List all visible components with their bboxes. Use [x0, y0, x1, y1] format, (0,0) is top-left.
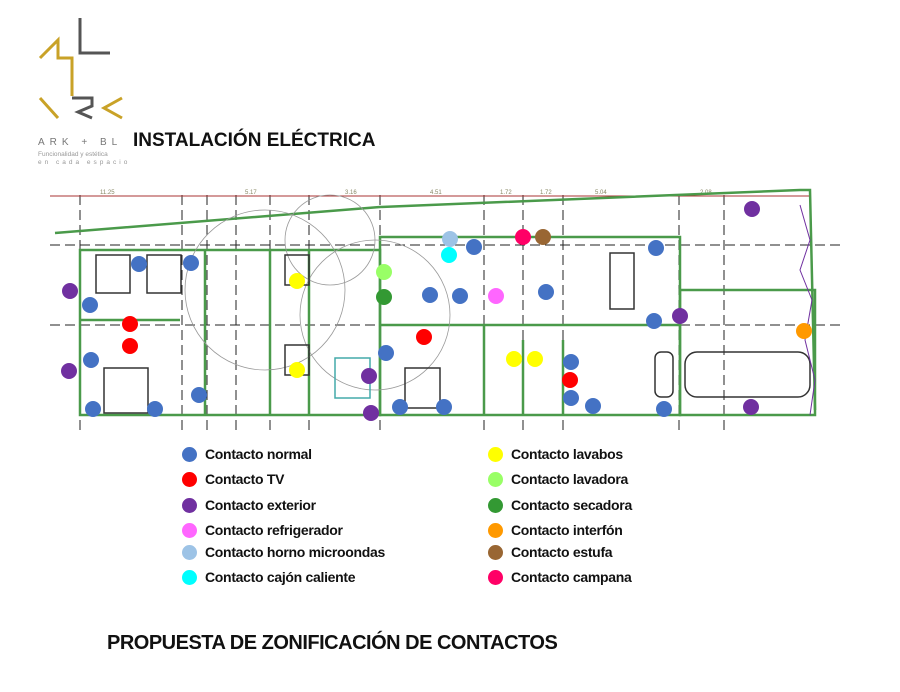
legend-item: Contacto lavadora: [488, 471, 628, 487]
outlet-marker: [376, 264, 392, 280]
legend-swatch: [488, 497, 503, 513]
legend-label: Contacto horno microondas: [205, 544, 385, 560]
legend-label: Contacto interfón: [511, 522, 623, 538]
dimension-label: 4.51: [430, 190, 442, 196]
legend-item: Contacto exterior: [182, 497, 316, 513]
outlet-marker: [535, 229, 551, 245]
legend-label: Contacto estufa: [511, 544, 613, 560]
outlet-marker: [85, 401, 101, 417]
legend-label: Contacto normal: [205, 446, 312, 462]
outlet-marker: [363, 405, 379, 421]
legend-item: Contacto lavabos: [488, 446, 623, 462]
legend-item: Contacto interfón: [488, 522, 623, 538]
outlet-marker: [392, 399, 408, 415]
outlet-marker: [527, 351, 543, 367]
legend-label: Contacto campana: [511, 569, 632, 585]
outlet-marker: [452, 288, 468, 304]
outlet-marker: [183, 255, 199, 271]
legend-item: Contacto secadora: [488, 497, 632, 513]
legend-label: Contacto lavadora: [511, 471, 629, 487]
outlet-marker: [656, 401, 672, 417]
outlet-marker: [466, 239, 482, 255]
outlet-marker: [743, 399, 759, 415]
outlet-marker: [648, 240, 664, 256]
outlet-marker: [122, 316, 138, 332]
outlet-marker: [442, 231, 458, 247]
outlet-marker: [796, 323, 812, 339]
outlet-marker: [416, 329, 432, 345]
legend-label: Contacto exterior: [205, 497, 316, 513]
outlet-marker: [744, 201, 760, 217]
outlet-marker: [61, 363, 77, 379]
legend-swatch: [488, 569, 503, 585]
outlet-marker: [289, 273, 305, 289]
outlet-marker: [289, 362, 305, 378]
legend-swatch: [488, 471, 503, 487]
outlet-marker: [122, 338, 138, 354]
dimension-label: 3.16: [345, 190, 357, 196]
outlet-marker: [82, 297, 98, 313]
legend-swatch: [182, 522, 197, 538]
dimension-label: 1.72: [500, 190, 512, 196]
legend-swatch: [182, 446, 197, 462]
legend-label: Contacto secadora: [511, 497, 632, 513]
legend-item: Contacto horno microondas: [182, 544, 385, 560]
outlet-marker: [376, 289, 392, 305]
outlet-marker: [378, 345, 394, 361]
dimension-label: 1.72: [540, 190, 552, 196]
legend-swatch: [488, 544, 503, 560]
outlet-marker: [506, 351, 522, 367]
legend-label: Contacto cajón caliente: [205, 569, 356, 585]
outlet-marker: [83, 352, 99, 368]
outlet-marker: [538, 284, 554, 300]
dimension-label: 11.25: [100, 190, 115, 196]
legend-item: Contacto TV: [182, 471, 284, 487]
legend-label: Contacto refrigerador: [205, 522, 343, 538]
legend-swatch: [182, 569, 197, 585]
outlet-marker: [436, 399, 452, 415]
outlet-marker: [131, 256, 147, 272]
legend-swatch: [488, 522, 503, 538]
outlet-marker: [562, 372, 578, 388]
logo-tagline-2: en cada espacio: [38, 159, 131, 166]
outlet-marker: [515, 229, 531, 245]
outlet-marker: [191, 387, 207, 403]
outlet-marker: [488, 288, 504, 304]
legend-swatch: [182, 544, 197, 560]
legend-label: Contacto TV: [205, 471, 285, 487]
dimension-label: 5.04: [595, 190, 607, 196]
legend-item: Contacto campana: [488, 569, 632, 585]
legend-swatch: [182, 471, 197, 487]
legend-swatch: [182, 497, 197, 513]
logo-tagline: Funcionalidad y estética: [38, 151, 108, 158]
ark-bl-logo: [38, 18, 123, 120]
outlet-marker: [563, 354, 579, 370]
outlet-marker: [585, 398, 601, 414]
legend-item: Contacto estufa: [488, 544, 613, 560]
outlet-marker: [422, 287, 438, 303]
legend-swatch: [488, 446, 503, 462]
legend-item: Contacto cajón caliente: [182, 569, 356, 585]
outlet-marker: [563, 390, 579, 406]
dimension-label: 5.17: [245, 190, 257, 196]
outlet-marker: [62, 283, 78, 299]
outlet-marker: [672, 308, 688, 324]
legend-label: Contacto lavabos: [511, 446, 623, 462]
footer-title: PROPUESTA DE ZONIFICACIÓN DE CONTACTOS: [107, 632, 558, 654]
legend-item: Contacto refrigerador: [182, 522, 343, 538]
logo-brand: ARK + BL: [38, 137, 123, 148]
outlet-marker: [361, 368, 377, 384]
outlet-marker: [147, 401, 163, 417]
outlet-marker: [646, 313, 662, 329]
outlet-marker: [441, 247, 457, 263]
legend-item: Contacto normal: [182, 446, 312, 462]
page-title: INSTALACIÓN ELÉCTRICA: [133, 130, 376, 151]
